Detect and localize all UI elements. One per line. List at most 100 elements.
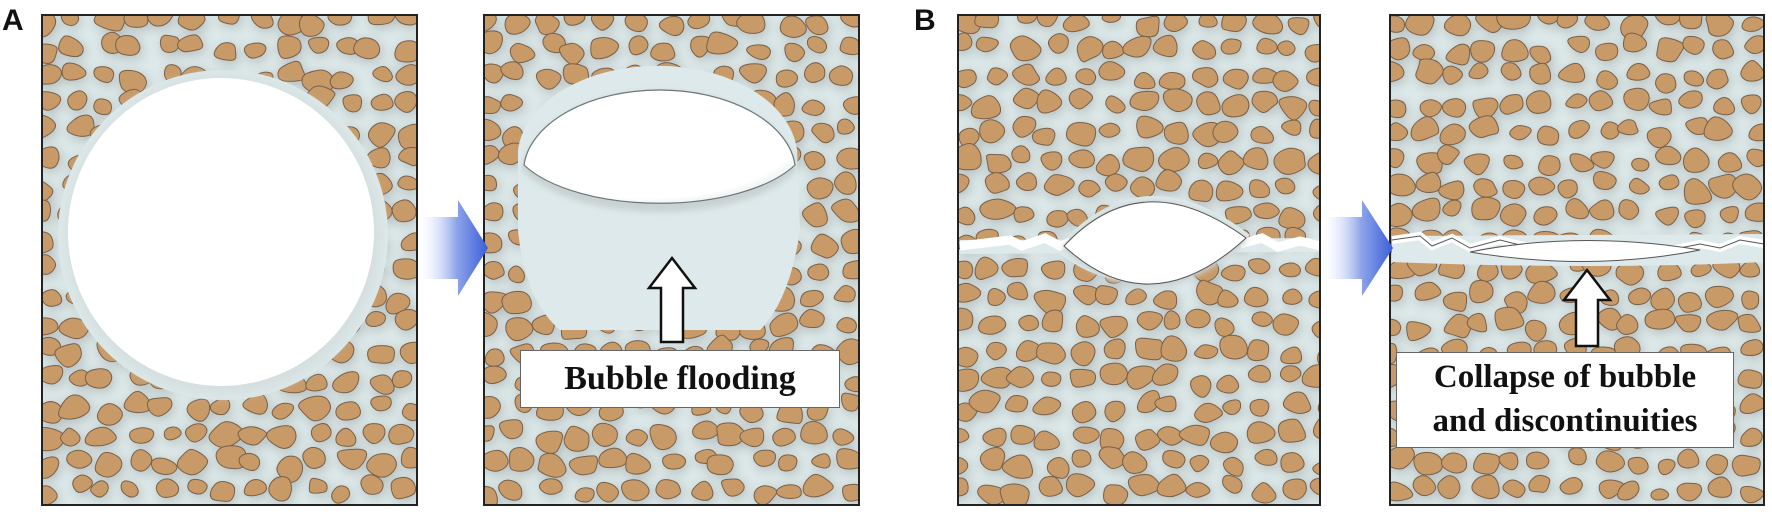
grain-particle	[1155, 169, 1182, 192]
grain-particle	[651, 62, 686, 84]
grain-particle	[1390, 173, 1416, 197]
grain-particle	[1655, 206, 1680, 226]
grain-particle	[1098, 61, 1126, 81]
grain-particle	[1308, 290, 1320, 309]
grain-particle	[753, 449, 777, 467]
grain-particle	[277, 35, 302, 59]
grain-particle	[1163, 121, 1189, 145]
grain-particle	[563, 425, 590, 452]
grain-particle	[1390, 444, 1415, 470]
grain-particle	[833, 285, 856, 303]
grain-particle	[1683, 178, 1712, 205]
grain-particle	[1390, 202, 1413, 228]
grain-particle	[1682, 35, 1705, 55]
grain-particle	[1252, 15, 1284, 35]
grain-particle	[1304, 43, 1320, 63]
grain-particle	[1499, 93, 1524, 115]
grain-particle	[1740, 427, 1763, 447]
grain-particle	[308, 36, 330, 54]
panel-border-a-after	[483, 14, 860, 506]
grain-particle	[1122, 146, 1155, 173]
grain-particle	[1390, 318, 1402, 337]
grain-particle	[1739, 260, 1761, 278]
grain-particle	[1617, 480, 1640, 501]
bubble-flattened	[523, 89, 796, 204]
grain-particle	[999, 483, 1030, 505]
grain-particle	[828, 65, 854, 86]
grain-particle	[1220, 264, 1246, 282]
caption-bubble-flooding-text: Bubble flooding	[564, 360, 796, 397]
grain-particle	[979, 198, 1017, 220]
grain-particle	[834, 171, 857, 195]
grain-particle	[844, 376, 859, 393]
grain-particle	[980, 366, 1013, 389]
grain-particle	[1098, 122, 1121, 138]
grain-particle	[1538, 155, 1561, 177]
grain-particle	[1677, 291, 1702, 313]
grain-particle	[209, 397, 231, 416]
grain-particle	[1152, 34, 1178, 58]
grain-particle	[84, 368, 113, 389]
grain-particle	[484, 118, 502, 142]
grain-particle	[779, 15, 807, 38]
grain-particle	[802, 202, 828, 228]
grain-particle	[209, 481, 236, 502]
grain-particle	[1125, 288, 1147, 306]
grain-particle	[649, 423, 677, 451]
grain-particle	[1308, 99, 1320, 117]
grain-particle	[42, 43, 58, 64]
grain-particle	[1012, 115, 1037, 138]
grain-particle	[484, 96, 502, 114]
grain-particle	[58, 394, 91, 420]
grain-particle	[620, 64, 650, 87]
grain-particle	[1626, 63, 1651, 81]
grain-particle	[1307, 151, 1320, 175]
grain-particle	[706, 454, 734, 476]
grain-particle	[982, 427, 1007, 448]
grain-particle	[243, 42, 267, 59]
grain-particle	[803, 62, 826, 84]
grain-particle	[1594, 42, 1619, 62]
grain-particle	[42, 180, 54, 203]
grain-particle	[1304, 257, 1320, 277]
grain-particle	[484, 202, 504, 222]
grain-particle	[1282, 391, 1312, 414]
grain-particle	[67, 90, 88, 111]
grain-particle	[974, 256, 999, 280]
grain-particle	[1439, 123, 1466, 146]
grain-particle	[1390, 343, 1398, 365]
grain-particle	[1703, 116, 1733, 141]
grain-particle	[739, 427, 765, 448]
grain-particle	[1136, 311, 1163, 331]
grain-particle	[61, 62, 87, 81]
grain-particle	[1527, 280, 1556, 304]
grain-particle	[1221, 15, 1247, 33]
panel-border-b-after	[1389, 14, 1765, 506]
grain-particle	[1129, 90, 1160, 112]
grain-particle	[687, 72, 716, 93]
grain-particle	[747, 89, 777, 114]
grain-particle	[736, 15, 766, 34]
grain-particle	[1469, 279, 1494, 304]
grain-particle	[365, 311, 386, 328]
grain-particle	[42, 254, 56, 275]
grain-particle	[537, 452, 567, 478]
grain-particle	[1151, 363, 1179, 386]
grain-particle	[784, 42, 805, 63]
grain-particle	[624, 15, 648, 33]
grain-particle	[769, 312, 799, 338]
grain-particle	[984, 172, 1010, 194]
grain-particle	[96, 403, 123, 426]
grain-particle	[1280, 452, 1305, 473]
grain-particle	[1437, 144, 1460, 165]
panel-border-b-before	[957, 14, 1321, 506]
grain-particle	[1242, 147, 1269, 171]
grain-particle	[1038, 475, 1063, 497]
grain-particle	[1631, 157, 1650, 172]
grain-particle	[336, 448, 368, 470]
grain-particle	[1217, 289, 1239, 308]
grain-particle	[1390, 37, 1411, 61]
grain-particle	[1536, 125, 1560, 146]
grain-particle	[1065, 473, 1096, 498]
grain-particle	[1740, 94, 1762, 115]
